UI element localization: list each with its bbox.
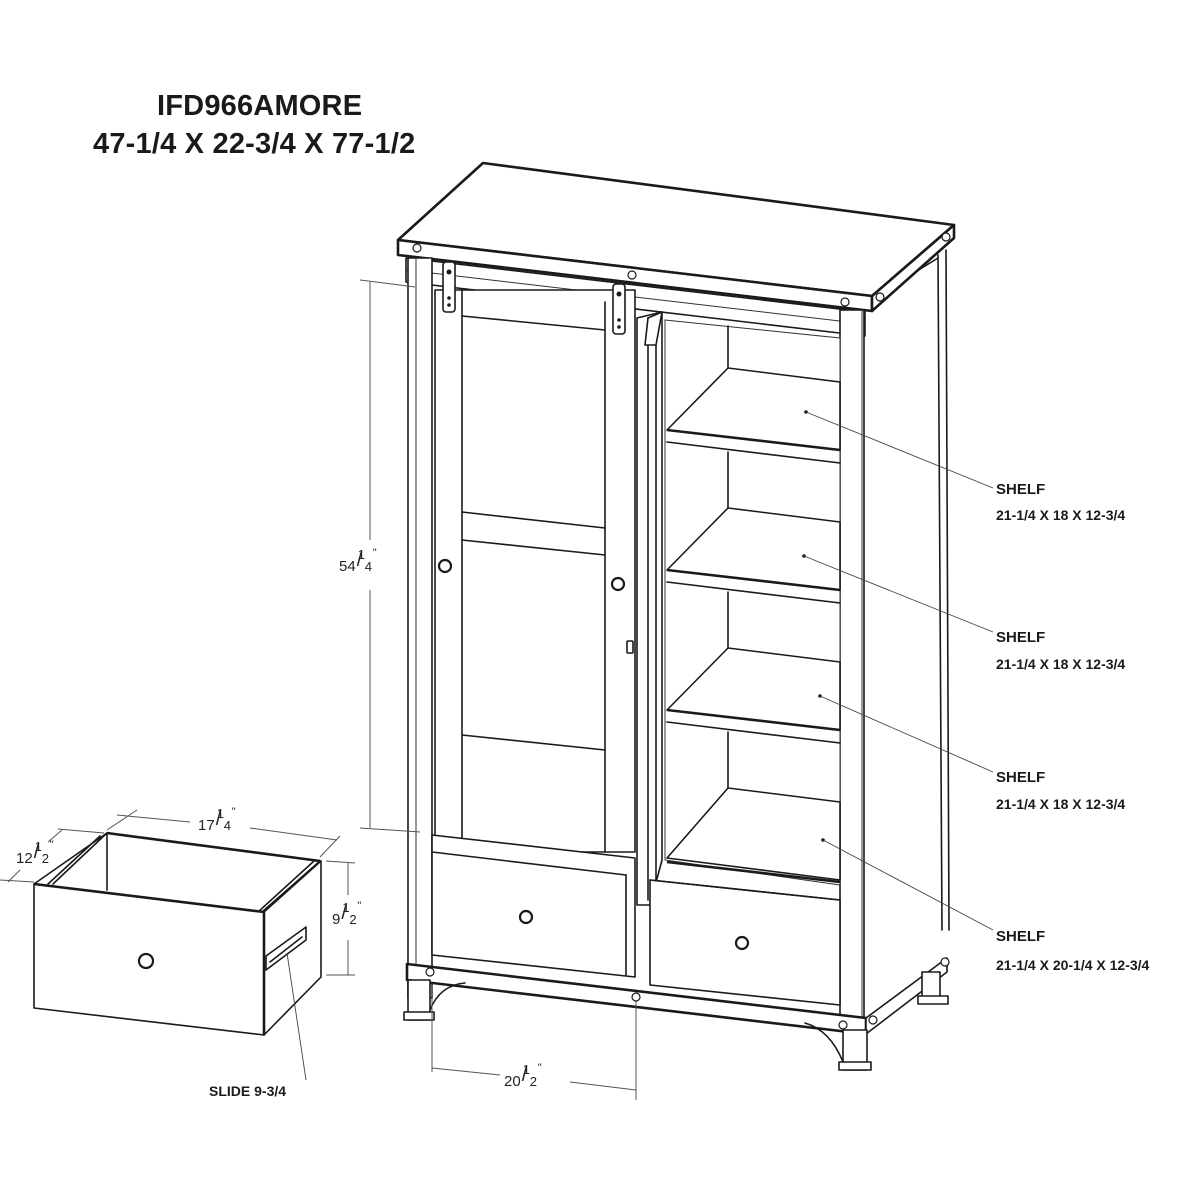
cabinet-base (403, 957, 950, 1071)
dimension-height-54-1-4 (359, 279, 421, 833)
dim-unit: " (49, 839, 54, 851)
door-knob-icon (437, 558, 453, 574)
dim-numerator: 1 (342, 900, 350, 915)
dim-denominator: 4 (364, 559, 372, 574)
slide-label: SLIDE 9-3/4 (209, 1083, 287, 1099)
barn-door-hanger (612, 283, 626, 335)
shelf-1 (666, 367, 841, 511)
right-front-post (839, 309, 865, 1031)
shelf-leaders (802, 410, 994, 931)
dimension-width-20-1-2 (431, 985, 637, 1100)
drawer-knob-icon (734, 935, 750, 951)
dim-denominator: 2 (41, 851, 49, 866)
dim-numerator: 1 (522, 1062, 530, 1077)
left-front-post (407, 257, 433, 999)
barn-door (434, 289, 636, 853)
dim-whole: 9 (332, 911, 341, 928)
cabinet-side-panel (869, 249, 950, 931)
dim-whole: 54 (339, 558, 356, 575)
dim-unit: " (537, 1062, 542, 1074)
dim-whole: 17 (198, 817, 215, 834)
dim-denominator: 4 (223, 818, 231, 833)
dim-numerator: 1 (216, 806, 224, 821)
model-number: IFD966AMORE (157, 90, 363, 122)
shelf-callout-size: 21-1/4 X 20-1/4 X 12-3/4 (996, 957, 1150, 973)
shelf-compartment (664, 319, 841, 886)
dim-unit: " (357, 900, 362, 912)
overall-dimensions: 47-1/4 X 22-3/4 X 77-1/2 (93, 128, 416, 160)
shelf-callout-size: 21-1/4 X 18 X 12-3/4 (996, 507, 1126, 523)
dim-whole: 20 (504, 1073, 521, 1090)
dim-unit: " (372, 547, 377, 559)
barn-door-hanger (442, 261, 456, 313)
drawer-detail (0, 809, 356, 1081)
door-knob-icon (610, 576, 626, 592)
dim-unit: " (231, 806, 236, 818)
shelf-callout-label: SHELF (996, 629, 1046, 646)
shelf-callout-label: SHELF (996, 928, 1046, 945)
shelf-callout-label: SHELF (996, 769, 1046, 786)
dim-numerator: 1 (34, 839, 42, 854)
drawer-knob-icon (518, 909, 534, 925)
shelf-callout-label: SHELF (996, 481, 1046, 498)
shelf-3 (666, 647, 841, 791)
shelf-callout-size: 21-1/4 X 18 X 12-3/4 (996, 656, 1126, 672)
open-door-edge (636, 311, 663, 906)
shelf-callout-size: 21-1/4 X 18 X 12-3/4 (996, 796, 1126, 812)
lower-drawer-left (431, 834, 636, 978)
shelf-4 (666, 787, 841, 884)
dim-denominator: 2 (349, 912, 357, 927)
dim-denominator: 2 (529, 1074, 537, 1089)
dim-whole: 12 (16, 850, 33, 867)
drawer-knob-icon (137, 952, 155, 970)
shelf-2 (666, 507, 841, 651)
lower-drawer-right (649, 879, 841, 1006)
dim-numerator: 1 (357, 547, 365, 562)
